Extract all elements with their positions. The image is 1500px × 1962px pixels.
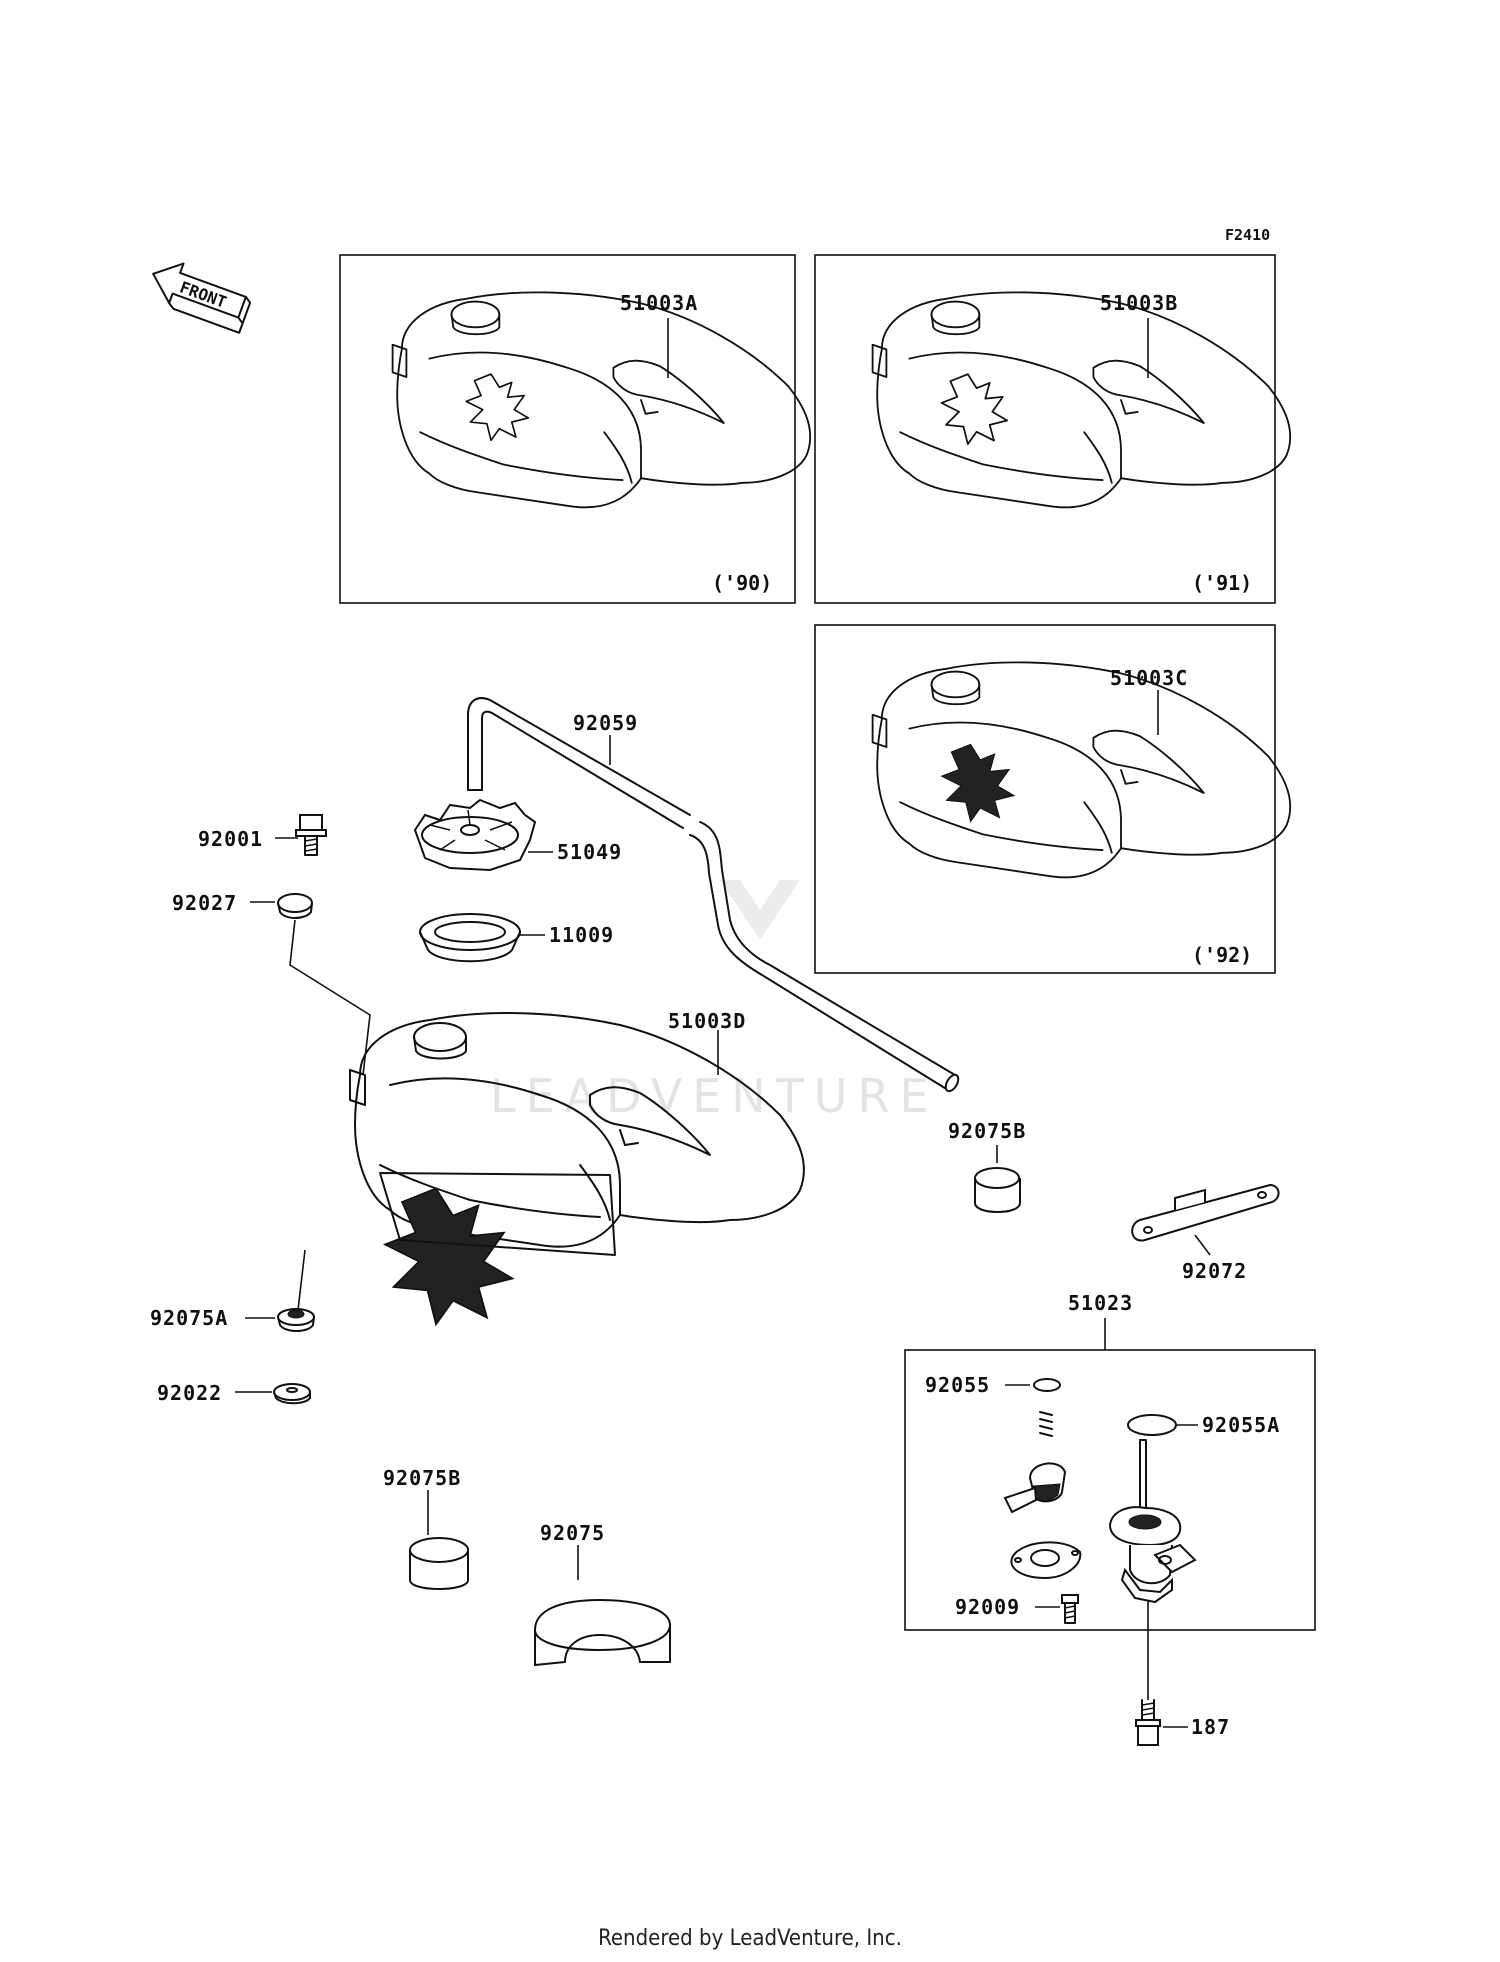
- part-label-51003a[interactable]: 51003A: [620, 291, 698, 315]
- bolt-92001: 92001: [198, 814, 327, 856]
- screw-92009: 92009: [955, 1594, 1079, 1624]
- spring: [1039, 1411, 1053, 1437]
- fuel-cock-assembly-51023: 51023 92055 92055A: [904, 1291, 1316, 1700]
- o-ring-92055a: [1127, 1414, 1177, 1436]
- footer-credit: Rendered by LeadVenture, Inc.: [598, 1926, 902, 1951]
- part-label-92001[interactable]: 92001: [198, 827, 263, 851]
- figure-code: F2410: [1225, 226, 1270, 244]
- fuel-tank-51003d: 51003D: [349, 1009, 805, 1326]
- damper-92075b-bottom: 92075B: [383, 1466, 469, 1590]
- panel-frame: [339, 254, 796, 604]
- panel-frame: [814, 624, 1276, 974]
- fuel-lever: [1003, 1462, 1067, 1514]
- part-label-92027[interactable]: 92027: [172, 891, 237, 915]
- cap-gasket-11009: 11009: [419, 913, 614, 963]
- washer-92022: 92022: [157, 1381, 311, 1405]
- part-label-92075b-bottom[interactable]: 92075B: [383, 1466, 461, 1490]
- part-label-92072[interactable]: 92072: [1182, 1259, 1247, 1283]
- gasket-plate: [1010, 1541, 1082, 1580]
- watermark: LEADVENTURE: [490, 880, 939, 1123]
- part-label-187[interactable]: 187: [1191, 1715, 1230, 1739]
- part-label-92075b-top[interactable]: 92075B: [948, 1119, 1026, 1143]
- part-label-51003b[interactable]: 51003B: [1100, 291, 1178, 315]
- front-arrow-icon: FRONT: [152, 262, 252, 334]
- fuel-valve-body: [1108, 1439, 1197, 1700]
- year-label-92: ('92): [1192, 943, 1252, 967]
- front-label: FRONT: [177, 277, 229, 311]
- washer-92027: 92027: [172, 891, 371, 1076]
- part-label-51003d[interactable]: 51003D: [668, 1009, 746, 1033]
- grommet-92075a: 92075A: [150, 1249, 315, 1332]
- part-label-92075[interactable]: 92075: [540, 1521, 605, 1545]
- bolt-187: 187: [1135, 1699, 1230, 1746]
- part-label-92055[interactable]: 92055: [925, 1373, 990, 1397]
- assembly-frame: [904, 1349, 1316, 1631]
- panel-frame: [814, 254, 1276, 604]
- damper-92075: 92075: [534, 1521, 671, 1667]
- panel-51003a: 51003A ('90): [339, 254, 812, 604]
- panel-51003b: 51003B ('91): [814, 254, 1292, 604]
- fuel-cap-51049: 51049: [413, 798, 622, 872]
- panel-51003c: 51003C ('92): [814, 624, 1292, 974]
- part-label-92022[interactable]: 92022: [157, 1381, 222, 1405]
- o-ring-92055: [1033, 1378, 1061, 1392]
- year-label-90: ('90): [712, 571, 772, 595]
- part-label-92075a[interactable]: 92075A: [150, 1306, 228, 1330]
- part-label-92009[interactable]: 92009: [955, 1595, 1020, 1619]
- part-label-11009[interactable]: 11009: [549, 923, 614, 947]
- part-label-51049[interactable]: 51049: [557, 840, 622, 864]
- tank-51003c-image: [871, 661, 1292, 879]
- part-label-92059[interactable]: 92059: [573, 711, 638, 735]
- part-label-51023[interactable]: 51023: [1068, 1291, 1133, 1315]
- tank-51003a-image: [391, 291, 812, 509]
- bracket-92072: 92072: [1131, 1183, 1280, 1283]
- breather-hose-92059: 92059: [467, 697, 960, 1093]
- damper-92075b-top: 92075B: [948, 1119, 1026, 1213]
- tank-51003b-image: [871, 291, 1292, 509]
- year-label-91: ('91): [1192, 571, 1252, 595]
- part-label-92055a[interactable]: 92055A: [1202, 1413, 1280, 1437]
- watermark-text: LEADVENTURE: [490, 1069, 939, 1123]
- part-label-51003c[interactable]: 51003C: [1110, 666, 1188, 690]
